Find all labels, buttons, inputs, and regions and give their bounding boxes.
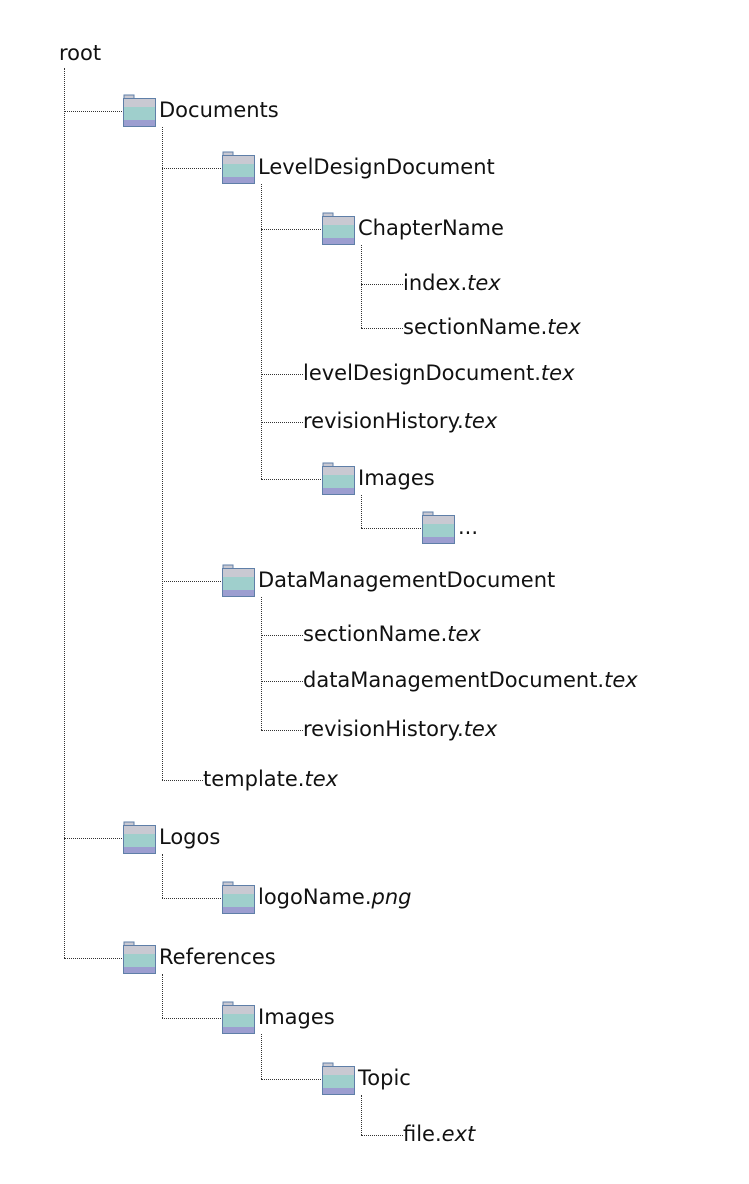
tree-connector [261, 229, 321, 230]
root-root[interactable]: root [59, 40, 101, 66]
node-name: Topic [358, 1066, 411, 1090]
file-revisionhistory-tex[interactable]: revisionHistory.tex [303, 408, 497, 434]
folder-icon [221, 1000, 256, 1035]
folder-icon [122, 820, 157, 855]
file-file-ext[interactable]: file.ext [403, 1121, 475, 1147]
tree-trunk [162, 854, 163, 898]
tree-connector [361, 528, 421, 529]
node-name: References [159, 945, 276, 969]
folder-icon [221, 150, 256, 185]
node-name: template. [203, 767, 305, 791]
node-name: Logos [159, 825, 221, 849]
tree-trunk [361, 1095, 362, 1135]
node-name: ... [458, 515, 479, 539]
node-extension: tex [604, 668, 638, 692]
tree-trunk [361, 495, 362, 528]
tree-connector [64, 111, 122, 112]
tree-trunk [261, 184, 262, 479]
tree-connector [261, 1079, 321, 1080]
folder-topic[interactable]: Topic [358, 1065, 411, 1091]
node-name: levelDesignDocument. [303, 361, 541, 385]
folder-datamanagementdocument[interactable]: DataManagementDocument [258, 567, 555, 593]
folder-logos[interactable]: Logos [159, 824, 220, 850]
node-name: logoName. [258, 885, 372, 909]
tree-trunk [162, 127, 163, 780]
node-name: dataManagementDocument. [303, 668, 605, 692]
node-extension: ext [441, 1122, 476, 1146]
tree-connector [261, 374, 303, 375]
tree-connector [361, 1135, 403, 1136]
tree-connector [261, 422, 303, 423]
tree-connector [162, 898, 221, 899]
tree-connector [162, 168, 221, 169]
tree-connector [162, 1018, 221, 1019]
folder-icon [321, 461, 356, 496]
tree-trunk [361, 245, 362, 328]
tree-trunk [64, 68, 65, 958]
node-name: sectionName. [303, 622, 448, 646]
folder-icon [122, 940, 157, 975]
file-leveldesigndocument-tex[interactable]: levelDesignDocument.tex [303, 360, 575, 386]
tree-connector [64, 958, 122, 959]
file-template-tex[interactable]: template.tex [203, 766, 338, 792]
file-index-tex[interactable]: index.tex [403, 270, 501, 296]
tree-trunk [162, 974, 163, 1018]
node-name: file. [403, 1122, 442, 1146]
node-name: ChapterName [358, 216, 504, 240]
node-extension: tex [304, 767, 339, 791]
file-revisionhistory-tex[interactable]: revisionHistory.tex [303, 716, 497, 742]
tree-connector [361, 328, 403, 329]
folder-icon [321, 211, 356, 246]
folder-icon [221, 563, 256, 598]
folder-icon [421, 510, 456, 545]
node-extension: tex [547, 315, 581, 339]
node-name: sectionName. [403, 315, 548, 339]
tree-connector [162, 780, 203, 781]
tree-connector [361, 284, 403, 285]
tree-trunk [261, 597, 262, 730]
tree-connector [261, 681, 303, 682]
folder-documents[interactable]: Documents [159, 97, 279, 123]
folder-images[interactable]: Images [258, 1004, 335, 1030]
node-name: Documents [159, 98, 279, 122]
folder-icon [221, 880, 256, 915]
node-name: Images [258, 1005, 335, 1029]
tree-connector [261, 635, 303, 636]
tree-connector [261, 730, 303, 731]
node-name: root [59, 41, 102, 65]
folder-images[interactable]: Images [358, 465, 435, 491]
node-name: index. [403, 271, 468, 295]
file-sectionname-tex[interactable]: sectionName.tex [403, 314, 581, 340]
node-extension: tex [540, 361, 575, 385]
node-extension: tex [447, 622, 481, 646]
folder-ellipsis[interactable]: ... [458, 514, 478, 540]
folder-chaptername[interactable]: ChapterName [358, 215, 504, 241]
tree-trunk [261, 1034, 262, 1079]
node-extension: tex [463, 717, 498, 741]
node-extension: tex [463, 409, 498, 433]
file-sectionname-tex[interactable]: sectionName.tex [303, 621, 481, 647]
file-datamanagementdocument-tex[interactable]: dataManagementDocument.tex [303, 667, 638, 693]
tree-connector [261, 479, 321, 480]
node-extension: tex [467, 271, 501, 295]
folder-logoname-png[interactable]: logoName.png [258, 884, 411, 910]
folder-leveldesigndocument[interactable]: LevelDesignDocument [258, 154, 495, 180]
node-name: Images [358, 466, 435, 490]
node-name: revisionHistory. [303, 717, 464, 741]
tree-connector [162, 581, 221, 582]
folder-icon [321, 1061, 356, 1096]
node-name: revisionHistory. [303, 409, 464, 433]
node-name: DataManagementDocument [258, 568, 556, 592]
folder-icon [122, 93, 157, 128]
tree-connector [64, 838, 122, 839]
node-name: LevelDesignDocument [258, 155, 495, 179]
folder-references[interactable]: References [159, 944, 276, 970]
node-extension: png [371, 885, 412, 909]
